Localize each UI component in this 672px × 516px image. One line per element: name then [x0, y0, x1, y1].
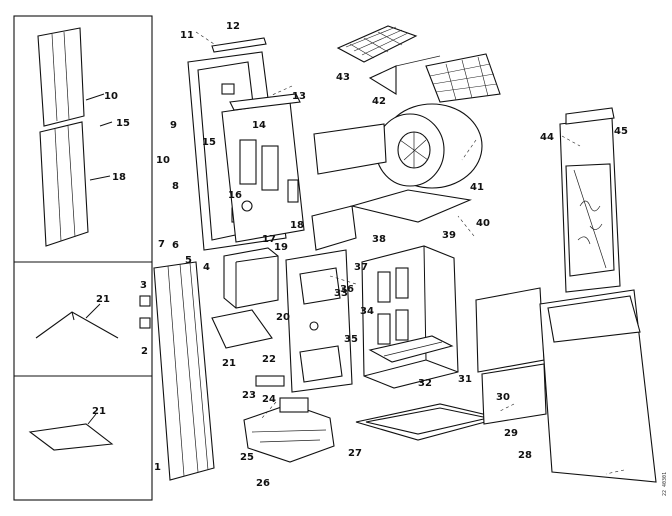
bracket-lower [28, 423, 114, 451]
callout-40: 40 [476, 218, 490, 229]
side-panels-right [475, 287, 547, 425]
callout-inset-15: 15 [116, 118, 130, 129]
door-panel [285, 249, 353, 393]
callout-5: 5 [185, 255, 192, 266]
burner-tray [211, 309, 273, 349]
document-code: 22 40301 [662, 472, 668, 496]
callout-26: 26 [256, 478, 270, 489]
inset-bracket-lower: 21 [28, 406, 114, 451]
callout-25: 25 [240, 452, 254, 463]
callout-29: 29 [504, 428, 518, 439]
bottom-tray [355, 403, 501, 441]
callout-13: 13 [292, 91, 306, 102]
vent-grille [221, 83, 235, 95]
callout-inset-21b: 21 [92, 406, 106, 417]
blower-shelf [349, 189, 472, 223]
callout-16: 16 [228, 190, 242, 201]
callout-inset-10: 10 [104, 91, 118, 102]
heat-exchanger [361, 245, 459, 389]
side-panel-lower-right [481, 363, 547, 425]
callout-12: 12 [226, 21, 240, 32]
right-side-panel [559, 107, 621, 293]
callout-27: 27 [348, 448, 362, 459]
callout-15: 15 [202, 137, 216, 148]
callout-inset-18: 18 [112, 172, 126, 183]
blower-panel [313, 123, 387, 175]
callout-10: 10 [156, 155, 170, 166]
filter-grilles [336, 25, 501, 103]
callout-28: 28 [518, 450, 532, 461]
callout-14: 14 [252, 120, 266, 131]
callout-31: 31 [458, 374, 472, 385]
callout-8: 8 [172, 181, 179, 192]
callout-19: 19 [274, 242, 288, 253]
callout-35: 35 [344, 334, 358, 345]
callout-2: 2 [141, 346, 148, 357]
left-front-panel-body [153, 261, 215, 481]
callout-23: 23 [242, 390, 256, 401]
callout-36: 36 [340, 284, 354, 295]
burner-box-body [223, 247, 279, 309]
callout-21: 21 [222, 358, 236, 369]
leader-lines [195, 31, 625, 475]
callout-11: 11 [180, 30, 194, 41]
side-panel-lower [39, 121, 89, 247]
callout-24: 24 [262, 394, 276, 405]
callout-44: 44 [540, 132, 554, 143]
callout-38: 38 [372, 234, 386, 245]
callout-34: 34 [360, 306, 374, 317]
callout-33: 33 [334, 288, 348, 299]
callout-20: 20 [276, 312, 290, 323]
callout-3: 3 [140, 280, 147, 291]
callout-17: 17 [262, 234, 276, 245]
callout-4: 4 [203, 262, 210, 273]
callout-37: 37 [354, 262, 368, 273]
burner-box [211, 247, 285, 387]
callout-22: 22 [262, 354, 276, 365]
callouts: 1 2 3 4 5 6 7 8 9 10 11 12 13 14 15 16 1… [140, 21, 628, 489]
callout-39: 39 [442, 230, 456, 241]
callout-30: 30 [496, 392, 510, 403]
callout-6: 6 [172, 240, 179, 251]
top-cap [211, 37, 267, 53]
callout-45: 45 [614, 126, 628, 137]
inset-side-panels: 10 15 18 [37, 27, 130, 247]
left-front-panel [139, 261, 215, 481]
callout-18: 18 [290, 220, 304, 231]
callout-7: 7 [158, 239, 165, 250]
filter-frame-triangle [368, 65, 397, 95]
callout-inset-21a: 21 [96, 294, 110, 305]
callout-9: 9 [170, 120, 177, 131]
filter-grille-lower [425, 53, 501, 103]
side-panel-upper [37, 27, 85, 127]
callout-43: 43 [336, 72, 350, 83]
blower-assembly [311, 103, 483, 251]
callout-32: 32 [418, 378, 432, 389]
top-bracket [229, 93, 301, 111]
filter-grille-upper [336, 25, 418, 63]
gas-valve-assembly [243, 397, 335, 463]
manifold-bracket [255, 375, 285, 387]
callout-42: 42 [372, 96, 386, 107]
gas-valve-body [243, 403, 335, 463]
inner-partition [221, 93, 305, 243]
inset-bracket-upper: 21 [35, 294, 119, 339]
side-panel-upper-right [475, 287, 545, 373]
callout-1: 1 [154, 462, 161, 473]
front-access-panel [539, 289, 657, 483]
callout-41: 41 [470, 182, 484, 193]
